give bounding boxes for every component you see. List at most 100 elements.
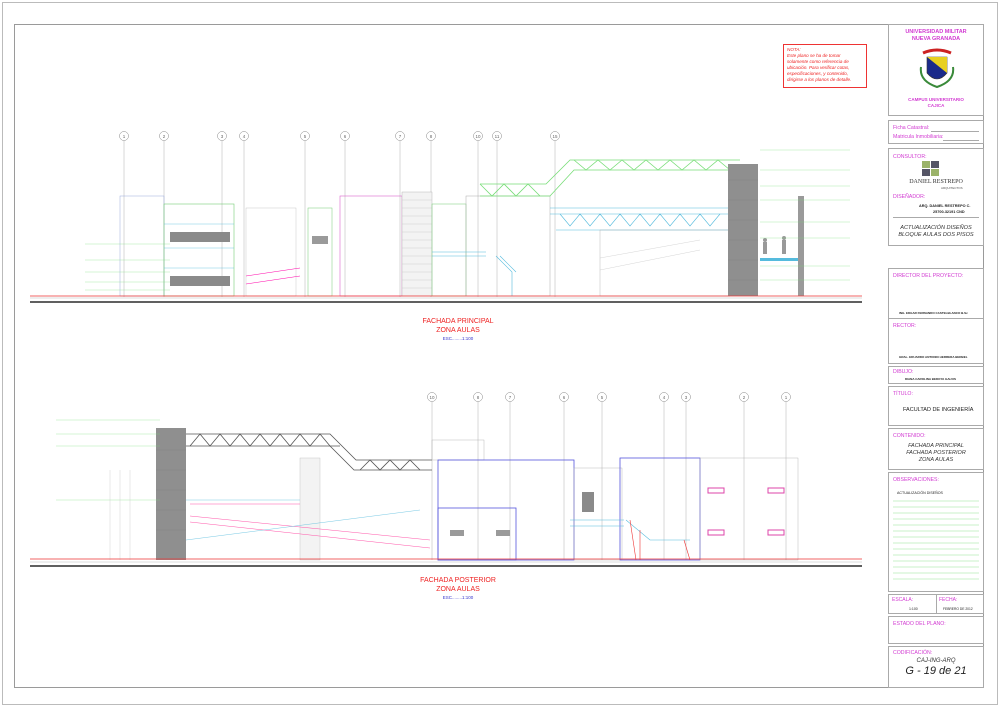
axis-principal-label-4: 4 xyxy=(243,134,246,139)
axis-principal-bubble-6 xyxy=(340,131,350,141)
axis-posterior-bubble-3 xyxy=(681,392,691,402)
disenador-label: DISEÑADOR: xyxy=(893,194,926,200)
axis-posterior-bubble-8 xyxy=(473,392,483,402)
axis-principal-bubble-5 xyxy=(300,131,310,141)
contenido-line3: ZONA AULAS xyxy=(918,457,954,463)
rector-box: RECTOR: GRAL. EDUARDO ANTONIO HERRERA BE… xyxy=(888,318,984,364)
estado-box: ESTADO DEL PLANO: xyxy=(888,616,984,644)
axis-posterior-bubble-5 xyxy=(597,392,607,402)
consultor-sub: ARQUITECTOS xyxy=(941,186,963,190)
posterior-title-line2: ZONA AULAS xyxy=(436,586,480,593)
axis-principal-bubble-1 xyxy=(119,131,129,141)
elevation-principal: 1 2 3 4 5 6 7 8 10 11 15 xyxy=(30,131,862,303)
titulo-value: FACULTAD DE INGENIERÍA xyxy=(903,407,974,413)
axis-posterior-bubble-2 xyxy=(739,392,749,402)
matricula-label: Matricula Inmobiliaria: xyxy=(893,134,944,140)
university-line1: UNIVERSIDAD MILITAR xyxy=(905,29,967,35)
observaciones-value: ACTUALIZACIÓN DISEÑOS xyxy=(897,491,943,495)
disenador-mat: 25700-32191 CND xyxy=(933,210,965,214)
axis-posterior-label-6: 6 xyxy=(563,395,566,400)
campus-line1: CAMPUS UNIVERSITARIO xyxy=(908,97,964,102)
project-line1: ACTUALIZACIÓN DISEÑOS xyxy=(900,225,972,231)
axis-principal-bubble-15 xyxy=(550,131,560,141)
principal-title-line1: FACHADA PRINCIPAL xyxy=(422,318,494,325)
axis-principal-label-2: 2 xyxy=(163,134,166,139)
codificacion-code: CAJ-ING-ARQ xyxy=(916,658,956,664)
axis-principal-bubble-7 xyxy=(395,131,405,141)
observaciones-label: OBSERVACIONES: xyxy=(893,477,939,483)
escala-fecha-box: ESCALA: 1:100 FECHA: FEBRERO DE 2012 xyxy=(888,594,984,614)
consultor-name: DANIEL RESTREPO xyxy=(909,179,963,185)
axis-principal-label-3: 3 xyxy=(221,134,224,139)
axis-markers-principal: 1 2 3 4 5 6 7 8 10 11 15 xyxy=(119,131,560,141)
axis-principal-bubble-4 xyxy=(239,131,249,141)
posterior-title-line1: FACHADA POSTERIOR xyxy=(420,577,496,584)
axis-posterior-label-10: 10 xyxy=(429,395,435,400)
axis-principal-label-8: 8 xyxy=(430,134,433,139)
disenador-name: ARQ. DANIEL RESTREPO C. xyxy=(919,204,971,208)
rector-name: GRAL. EDUARDO ANTONIO HERRERA BERBEL xyxy=(899,355,968,359)
axis-posterior-label-5: 5 xyxy=(601,395,604,400)
contenido-box: CONTENIDO: FACHADA PRINCIPAL FACHADA POS… xyxy=(888,428,984,470)
codificacion-label: CODIFICACIÓN: xyxy=(893,650,933,656)
axis-posterior-label-3: 3 xyxy=(685,395,688,400)
axis-principal-label-5: 5 xyxy=(304,134,307,139)
axis-posterior-label-2: 2 xyxy=(743,395,746,400)
rector-label: RECTOR: xyxy=(893,323,917,329)
note-title: NOTA: xyxy=(787,47,801,52)
titulo-box: TÍTULO: FACULTAD DE INGENIERÍA xyxy=(888,386,984,426)
axis-principal-label-7: 7 xyxy=(399,134,402,139)
consultor-logo-icon xyxy=(922,161,939,176)
reference-note: NOTA: Este plano se ha de tomar solament… xyxy=(783,44,867,88)
university-crest-icon xyxy=(919,48,955,89)
axis-markers-posterior: 10 8 7 6 5 4 3 2 1 xyxy=(427,392,791,402)
axis-posterior-label-4: 4 xyxy=(663,395,666,400)
sheet-number: G - 19 de 21 xyxy=(905,665,967,677)
cadastral-box: Ficha Catastral: Matricula Inmobiliaria: xyxy=(888,120,984,144)
consultor-label: CONSULTOR: xyxy=(893,154,927,160)
director-label: DIRECTOR DEL PROYECTO: xyxy=(893,273,964,279)
axis-principal-label-10: 10 xyxy=(475,134,481,139)
consultor-box: CONSULTOR: DANIEL RESTREPO ARQUITECTOS D… xyxy=(888,148,984,246)
escala-value: 1:100 xyxy=(909,607,918,611)
axis-principal-label-11: 11 xyxy=(495,134,500,139)
university-line2: NUEVA GRANADA xyxy=(911,36,961,42)
titulo-label: TÍTULO: xyxy=(893,391,913,397)
title-block: UNIVERSIDAD MILITAR NUEVA GRANADA CAMPUS… xyxy=(888,24,984,688)
axis-posterior-bubble-1 xyxy=(781,392,791,402)
escala-label: ESCALA: xyxy=(892,597,914,603)
axis-principal-label-6: 6 xyxy=(344,134,347,139)
note-body: Este plano se ha de tomar solamente como… xyxy=(787,53,852,82)
ficha-catastral-label: Ficha Catastral: xyxy=(893,125,930,131)
fecha-value: FEBRERO DE 2012 xyxy=(943,607,973,611)
director-box: DIRECTOR DEL PROYECTO: ING. EDGAR FERNAN… xyxy=(888,268,984,320)
elevation-posterior: 10 8 7 6 5 4 3 2 1 xyxy=(30,392,862,567)
axis-posterior-label-1: 1 xyxy=(785,395,788,400)
principal-title-line2: ZONA AULAS xyxy=(436,327,480,334)
axis-principal-bubble-11 xyxy=(492,131,502,141)
contenido-line1: FACHADA PRINCIPAL xyxy=(908,443,964,449)
contenido-label: CONTENIDO: xyxy=(893,433,926,439)
axis-principal-bubble-3 xyxy=(217,131,227,141)
fecha-label: FECHA: xyxy=(939,597,958,603)
axis-principal-label-1: 1 xyxy=(123,134,126,139)
axis-principal-bubble-2 xyxy=(159,131,169,141)
axis-principal-bubble-10 xyxy=(473,131,483,141)
codificacion-box: CODIFICACIÓN: CAJ-ING-ARQ G - 19 de 21 xyxy=(888,646,984,688)
observaciones-box: OBSERVACIONES: ACTUALIZACIÓN DISEÑOS xyxy=(888,472,984,592)
axis-posterior-bubble-4 xyxy=(659,392,669,402)
posterior-scale: ESC........1:100 xyxy=(442,595,474,600)
estado-label: ESTADO DEL PLANO: xyxy=(893,621,946,627)
axis-principal-label-15: 15 xyxy=(552,134,558,139)
contenido-line2: FACHADA POSTERIOR xyxy=(906,450,966,456)
axis-posterior-bubble-10 xyxy=(427,392,437,402)
axis-posterior-label-7: 7 xyxy=(509,395,512,400)
principal-scale: ESC........1:100 xyxy=(442,336,474,341)
project-line2: BLOQUE AULAS DOS PISOS xyxy=(898,232,974,238)
principal-title: FACHADA PRINCIPAL ZONA AULAS xyxy=(398,317,518,335)
posterior-title: FACHADA POSTERIOR ZONA AULAS xyxy=(398,576,518,594)
dibujo-label: DIBUJO: xyxy=(893,369,914,375)
axis-posterior-label-8: 8 xyxy=(477,395,480,400)
